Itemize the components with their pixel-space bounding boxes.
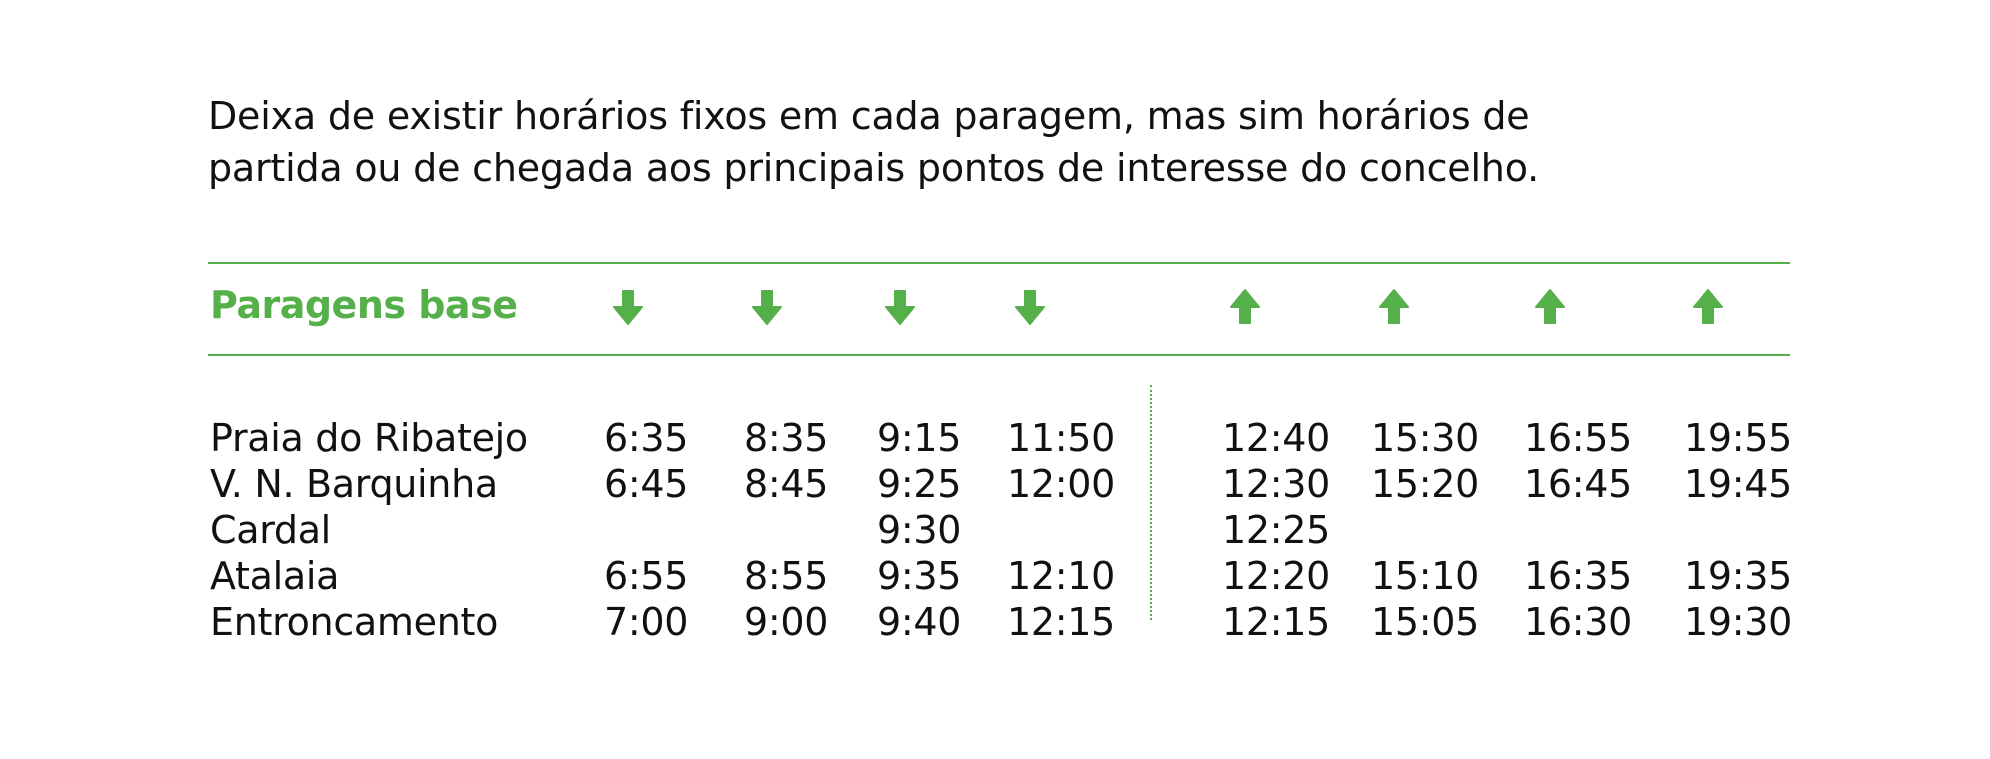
time-cell: 19:30 [1684,600,1793,644]
arrow-up-icon [1225,287,1265,327]
time-cell: 8:35 [744,416,829,460]
time-cell: 6:45 [604,462,689,506]
time-cell: 16:45 [1524,462,1633,506]
time-cell: 16:30 [1524,600,1633,644]
arrow-down-icon [880,287,920,327]
table-header-bottom-rule [208,354,1790,356]
arrow-down-icon [608,287,648,327]
intro-line-1: Deixa de existir horários fixos em cada … [208,94,1530,138]
time-cell: 9:30 [877,508,962,552]
time-cell: 16:55 [1524,416,1633,460]
time-cell: 12:15 [1222,600,1331,644]
time-cell: 9:15 [877,416,962,460]
time-cell: 9:35 [877,554,962,598]
time-cell: 11:50 [1007,416,1116,460]
time-cell: 6:55 [604,554,689,598]
time-cell: 19:45 [1684,462,1793,506]
time-cell: 15:30 [1371,416,1480,460]
time-cell: 12:00 [1007,462,1116,506]
time-cell: 8:55 [744,554,829,598]
arrow-down-icon [1010,287,1050,327]
time-cell: 6:35 [604,416,689,460]
time-cell: 9:25 [877,462,962,506]
intro-text: Deixa de existir horários fixos em cada … [208,90,1708,194]
stop-name: Entroncamento [210,600,499,644]
time-cell: 15:20 [1371,462,1480,506]
direction-divider [1150,385,1152,620]
stop-name: Cardal [210,508,331,552]
arrow-down-icon [747,287,787,327]
time-cell: 9:00 [744,600,829,644]
time-cell: 12:25 [1222,508,1331,552]
time-cell: 15:10 [1371,554,1480,598]
time-cell: 12:40 [1222,416,1331,460]
stop-name: V. N. Barquinha [210,462,498,506]
table-top-rule [208,262,1790,264]
arrow-up-icon [1688,287,1728,327]
time-cell: 19:35 [1684,554,1793,598]
time-cell: 9:40 [877,600,962,644]
arrow-up-icon [1530,287,1570,327]
arrow-up-icon [1374,287,1414,327]
time-cell: 8:45 [744,462,829,506]
time-cell: 12:30 [1222,462,1331,506]
time-cell: 19:55 [1684,416,1793,460]
time-cell: 15:05 [1371,600,1480,644]
time-cell: 12:20 [1222,554,1331,598]
time-cell: 7:00 [604,600,689,644]
time-cell: 12:15 [1007,600,1116,644]
stop-name: Atalaia [210,554,340,598]
table-header-label: Paragens base [210,283,518,327]
time-cell: 12:10 [1007,554,1116,598]
time-cell: 16:35 [1524,554,1633,598]
stop-name: Praia do Ribatejo [210,416,528,460]
intro-line-2: partida ou de chegada aos principais pon… [208,146,1539,190]
